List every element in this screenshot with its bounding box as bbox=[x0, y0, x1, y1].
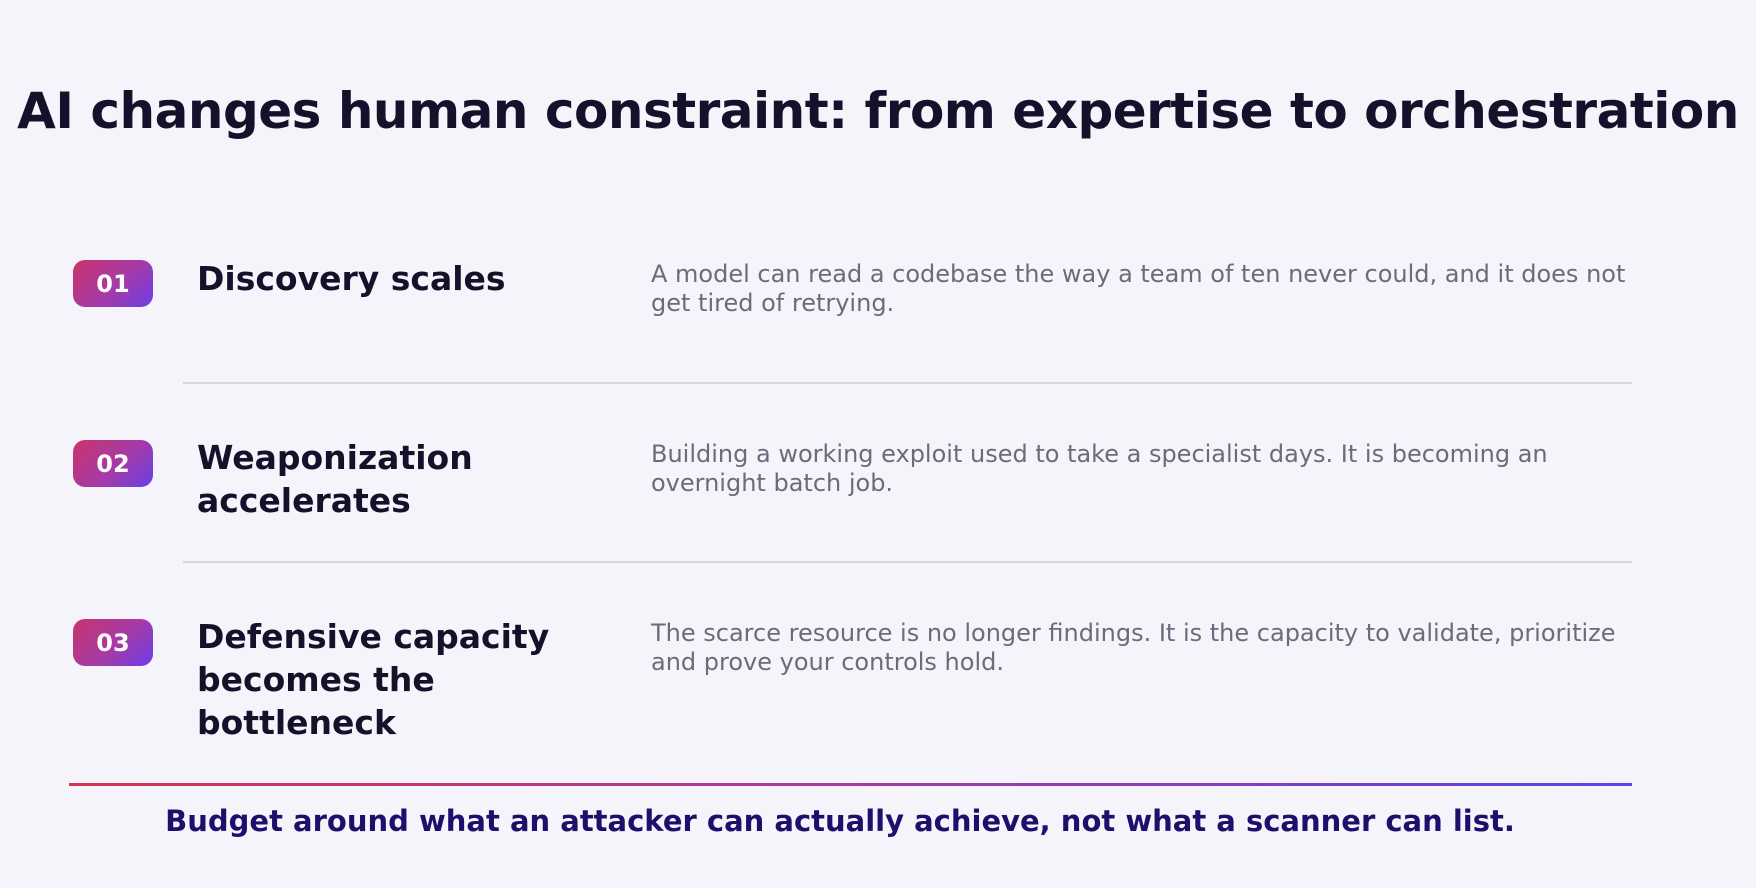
row-description-weaponization: Building a working exploit used to take … bbox=[651, 440, 1548, 497]
row-description-defensive-capacity: The scarce resource is no longer finding… bbox=[651, 619, 1616, 676]
row-title-discovery: Discovery scales bbox=[197, 259, 506, 298]
step-badge-01: 01 bbox=[73, 260, 153, 307]
slide-title: AI changes human constraint: from expert… bbox=[17, 82, 1739, 140]
row-title-defensive-capacity: Defensive capacity becomes the bottlenec… bbox=[197, 617, 550, 742]
footer-takeaway: Budget around what an attacker can actua… bbox=[165, 804, 1515, 838]
row-title-weaponization: Weaponization accelerates bbox=[197, 438, 473, 520]
step-badge-02: 02 bbox=[73, 440, 153, 487]
row-divider bbox=[183, 382, 1632, 384]
step-badge-03: 03 bbox=[73, 619, 153, 666]
footer-accent-line bbox=[69, 783, 1632, 786]
row-description-discovery: A model can read a codebase the way a te… bbox=[651, 260, 1626, 317]
row-divider bbox=[183, 561, 1632, 563]
